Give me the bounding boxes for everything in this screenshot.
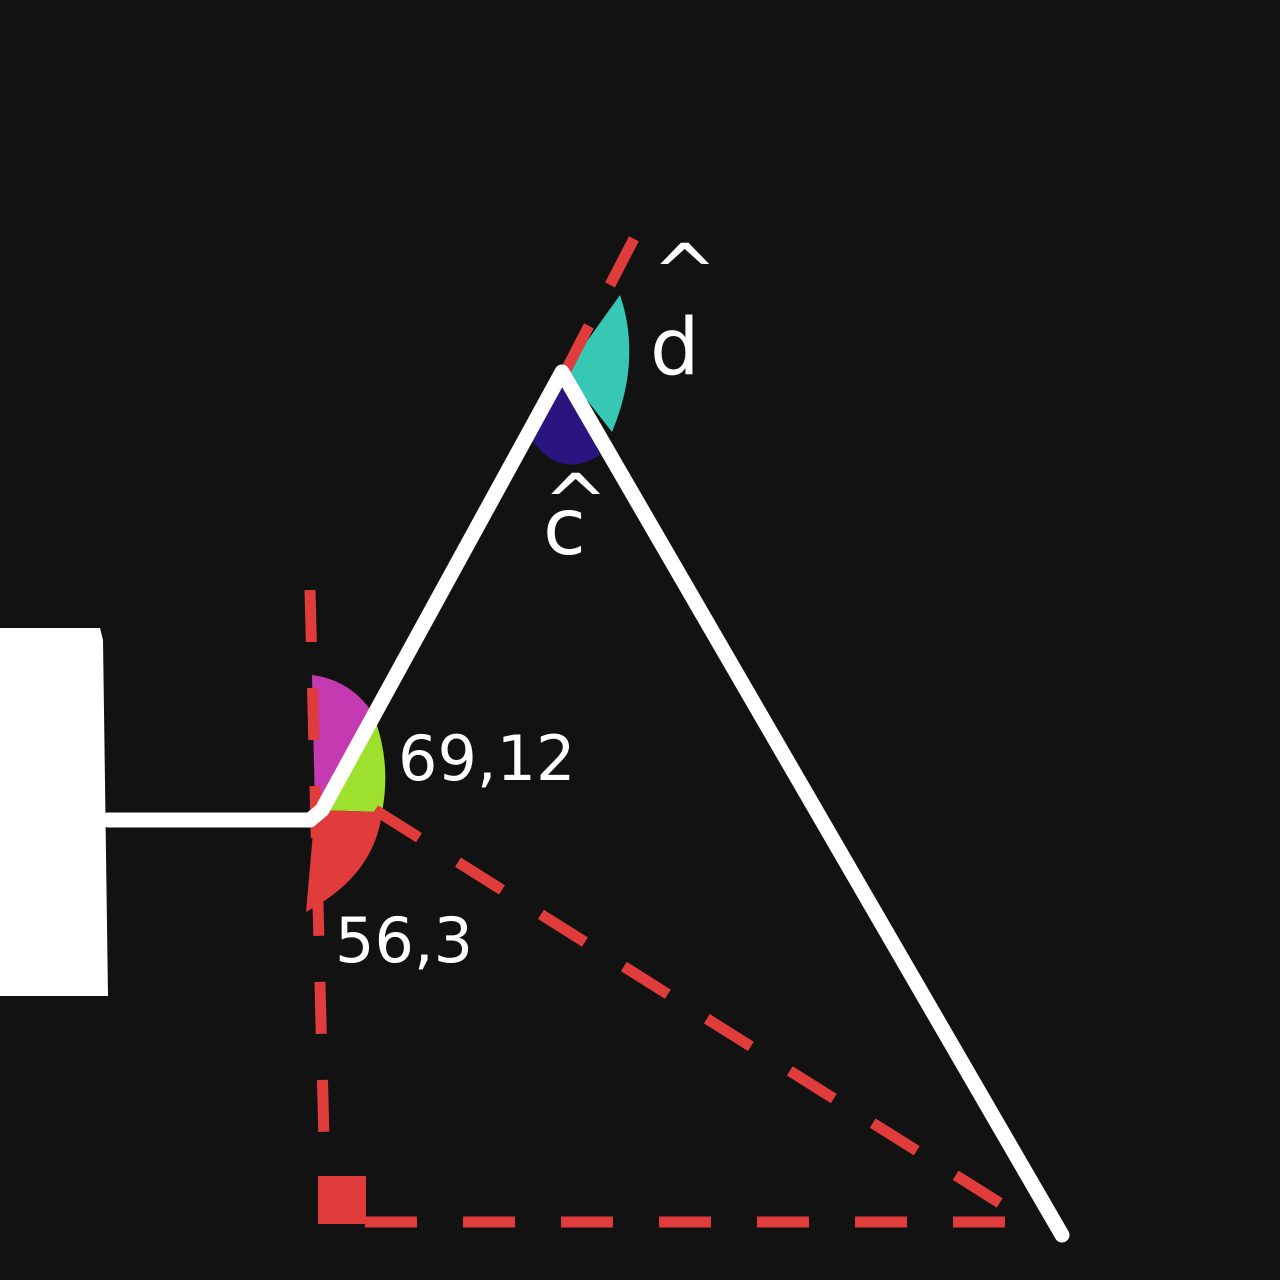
figure-path xyxy=(100,364,1070,1243)
angle-green-value-label: 69,12 xyxy=(398,722,576,795)
left-block xyxy=(0,628,108,996)
angle-d-label: d xyxy=(650,303,700,393)
right-angle-marker xyxy=(318,1176,366,1224)
angle-wedge-navy-c xyxy=(532,372,600,465)
angle-red-value-label: 56,3 xyxy=(335,904,473,977)
diagonal-dashed-line xyxy=(372,805,1033,1227)
vertical-dashed-line xyxy=(304,589,331,1181)
angle-c-label: c xyxy=(543,483,586,573)
angle-wedge-teal-d xyxy=(565,295,630,432)
angle-wedge-red xyxy=(306,810,382,912)
angle-d-hat: ^ xyxy=(652,229,717,319)
angle-wedge-magenta xyxy=(312,675,372,810)
angle-c-hat: ^ xyxy=(543,459,608,549)
extension-dashed-line xyxy=(560,195,660,375)
